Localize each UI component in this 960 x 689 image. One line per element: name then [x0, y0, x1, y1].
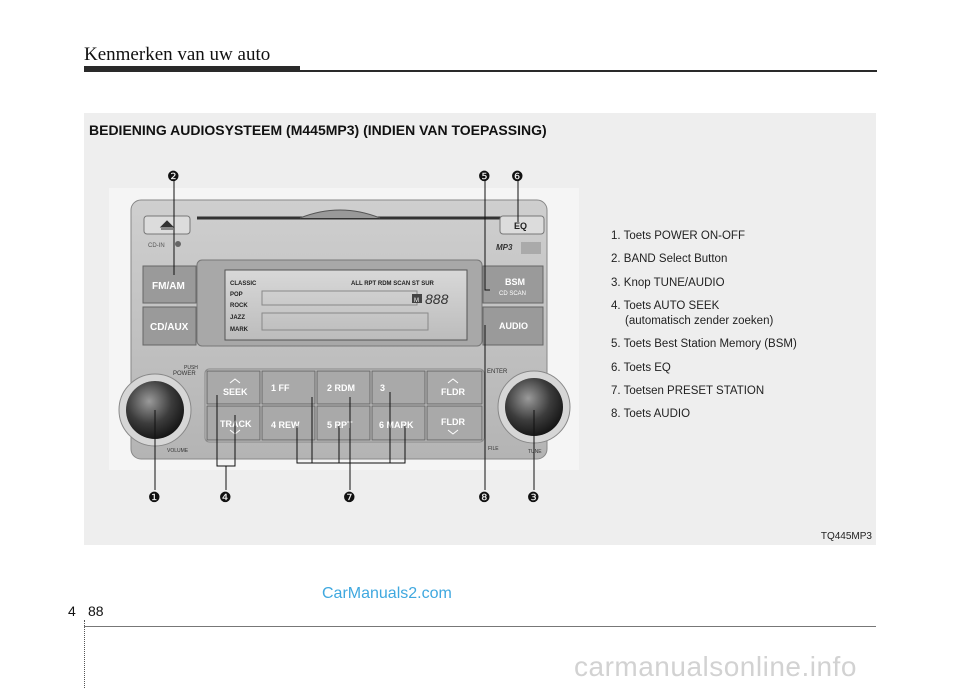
tune-label: TUNE [528, 449, 542, 455]
lcd-digits: 888 [425, 291, 449, 307]
seek-button[interactable]: SEEK [206, 370, 261, 405]
fldr-down-label: FLDR [441, 417, 465, 427]
preset-4-label: 4 REW [271, 420, 300, 430]
legend-item: 7. Toetsen PRESET STATION [611, 385, 765, 398]
bsm-sub-label: CD SCAN [499, 291, 526, 297]
lcd-mode-classic: CLASSIC [230, 281, 257, 287]
footer-margin-line [84, 620, 85, 688]
bsm-button[interactable]: BSM CD SCAN [482, 265, 544, 304]
preset-1-label: 1 FF [271, 383, 290, 393]
lcd-indicators: ALL RPT RDM SCAN ST SUR [351, 281, 435, 287]
callout-1: ❶ [148, 489, 161, 505]
preset-2-label: 2 RDM [327, 383, 355, 393]
chevron-down-icon [447, 429, 459, 435]
track-button[interactable]: TRACK [206, 405, 261, 441]
seek-label: SEEK [223, 387, 248, 397]
chevron-up-icon [447, 378, 459, 384]
fm-am-button[interactable]: FM/AM [142, 265, 197, 304]
fm-am-label: FM/AM [152, 281, 185, 292]
audio-button[interactable]: AUDIO [482, 306, 544, 346]
legend-item: 3. Knop TUNE/AUDIO [611, 276, 725, 289]
lcd-mode-rock: ROCK [230, 303, 248, 309]
lcd-m-badge-label: M [414, 298, 419, 304]
legend-item-sub: (automatisch zender zoeken) [625, 315, 774, 328]
footer-rule [84, 626, 876, 627]
compact-disc-logo [521, 242, 541, 254]
preset-3-label: 3 [380, 383, 385, 393]
fldr-down-button[interactable]: FLDR [426, 405, 483, 441]
cd-aux-button[interactable]: CD/AUX [142, 306, 197, 346]
lcd-mode-pop: POP [230, 292, 243, 298]
lcd-m-badge [412, 294, 422, 303]
preset-6-label: 6 MARK [379, 420, 414, 430]
cd-in-led [175, 241, 181, 247]
eq-label: EQ [514, 221, 527, 231]
legend-item: 5. Toets Best Station Memory (BSM) [611, 338, 797, 351]
lcd-text-field-bottom [261, 312, 429, 331]
eq-button[interactable]: EQ [499, 215, 545, 235]
callout-leader-lines [154, 180, 535, 490]
header-rule-thick [84, 66, 300, 72]
bsm-label: BSM [505, 277, 525, 287]
power-label: POWER [173, 371, 196, 377]
eject-button[interactable] [143, 215, 191, 235]
preset-5-label: 5 RPT [327, 420, 353, 430]
lcd-mode-jazz: JAZZ [230, 315, 245, 321]
preset-1-button[interactable]: 1 FF [261, 370, 316, 405]
cd-aux-label: CD/AUX [150, 322, 189, 333]
fldr-up-button[interactable]: FLDR [426, 370, 483, 405]
preset-5-button[interactable]: 5 RPT [316, 405, 371, 441]
enter-label: ENTER [487, 369, 508, 375]
push-label: PUSH [184, 365, 198, 371]
preset-6-button[interactable]: 6 MARK [371, 405, 426, 441]
track-label: TRACK [220, 419, 252, 429]
preset-2-button[interactable]: 2 RDM [316, 370, 371, 405]
volume-label: VOLUME [167, 448, 189, 454]
section-title: BEDIENING AUDIOSYSTEEM (M445MP3) (INDIEN… [89, 122, 547, 138]
callout-4: ❹ [219, 489, 232, 505]
legend-item: 1. Toets POWER ON-OFF [611, 230, 745, 242]
callout-8: ❽ [478, 489, 491, 505]
chevron-up-icon [229, 378, 241, 384]
page-number: 88 [88, 603, 104, 619]
callout-7: ❼ [343, 489, 356, 505]
callout-6: ❻ [511, 168, 524, 184]
legend-item: 2. BAND Select Button [611, 253, 728, 266]
header-title: Kenmerken van uw auto [84, 44, 271, 65]
callout-2: ❷ [167, 168, 180, 184]
file-label: FILE [488, 446, 499, 452]
lcd-mode-mark: MARK [230, 327, 249, 333]
callout-3: ❸ [527, 489, 540, 505]
watermark-carmanualsonline[interactable]: carmanualsonline.info [574, 651, 857, 682]
chapter-number: 4 [68, 603, 76, 619]
callout-5: ❺ [478, 168, 491, 184]
cd-in-label: CD-IN [148, 243, 165, 249]
legend-list: 1. Toets POWER ON-OFF 2. BAND Select But… [611, 229, 797, 431]
figure-code: TQ445MP3 [820, 531, 872, 542]
preset-3-button[interactable]: 3 [371, 370, 426, 405]
eject-icon [159, 220, 175, 230]
header-rule-thin [300, 70, 877, 72]
preset-4-button[interactable]: 4 REW [261, 405, 316, 441]
cd-slot-notch [299, 209, 381, 219]
fldr-up-label: FLDR [441, 387, 465, 397]
legend-item: 4. Toets AUTO SEEK [611, 299, 720, 312]
tune-knob[interactable] [505, 378, 563, 436]
legend-item: 6. Toets EQ [611, 361, 671, 374]
mp3-logo: MP3 [496, 243, 513, 252]
watermark-carmanuals2[interactable]: CarManuals2.com [322, 585, 452, 602]
audio-label: AUDIO [499, 321, 528, 331]
legend-item: 8. Toets AUDIO [611, 408, 691, 421]
